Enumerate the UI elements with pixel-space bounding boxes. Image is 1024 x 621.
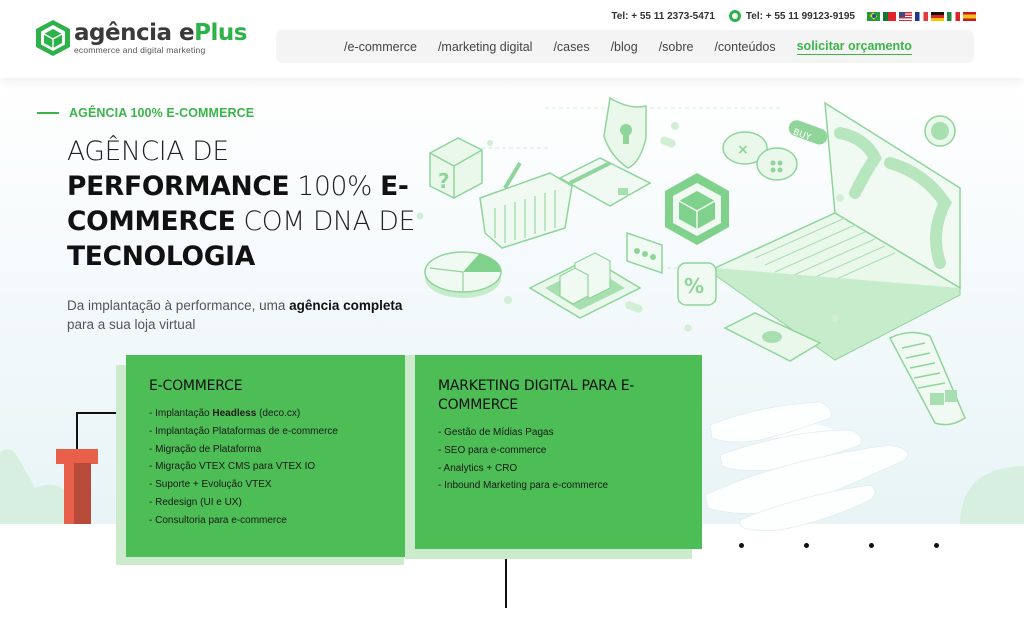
service-item[interactable]: - Migração de Plataforma [149,443,262,455]
carousel-dot-4[interactable] [934,543,939,548]
brand-logo[interactable]: agência ePlus ecommerce and digital mark… [36,20,247,56]
flag-brazil-icon[interactable] [867,11,880,21]
tower-top-decoration [56,449,98,464]
flag-france-icon[interactable] [915,11,928,21]
phone-boxes-icon [528,252,642,319]
service-list: - Implantação Headless (deco.cx) - Impla… [149,405,413,530]
brand-tagline: ecommerce and digital marketing [74,44,206,55]
buy-tag-icon: BUY [788,120,828,145]
card-title: MARKETING DIGITAL PARA E-COMMERCE [438,378,635,413]
game-controller-icon: × [722,131,798,181]
shopping-basket-icon [479,161,573,249]
carousel-dot-3[interactable] [869,543,874,548]
pie-chart-icon [424,251,502,298]
flag-portugal-icon[interactable] [883,11,896,21]
laptop-world-map-icon [713,101,962,361]
service-item[interactable]: - Suporte + Evolução VTEX [149,479,272,491]
nav-item-ecommerce[interactable]: /e-commerce [344,39,417,54]
svg-text:×: × [737,142,749,158]
service-item[interactable]: - Consultoria para e-commerce [149,514,287,526]
svg-text:%: % [684,274,704,298]
card-title: E-COMMERCE [149,378,243,394]
nav-item-blog[interactable]: /blog [610,39,638,54]
main-nav: /e-commerce /marketing digital /cases /b… [276,30,974,63]
receipt-icon [888,331,966,426]
eyebrow-text: AGÊNCIA 100% E-COMMERCE [69,106,255,120]
nav-item-conteudos[interactable]: /conteúdos [714,39,776,54]
flag-italy-icon[interactable] [947,11,960,21]
whatsapp-number[interactable]: Tel: + 55 11 99123-9195 [745,10,855,22]
language-selector [867,11,976,21]
credit-card-icon [558,157,652,207]
chat-bubble-icon [626,231,663,275]
service-item[interactable]: - Implantação Plataformas de e-commerce [149,425,338,437]
service-card-marketing[interactable]: MARKETING DIGITAL PARA E-COMMERCE - Gest… [415,355,702,549]
security-shield-icon [603,96,647,169]
eyebrow-line [37,112,59,114]
connector-line [76,412,78,450]
service-card-ecommerce[interactable]: E-COMMERCE - Implantação Headless (deco.… [126,355,413,557]
nav-item-marketing-digital[interactable]: /marketing digital [437,39,533,54]
nav-item-sobre[interactable]: /sobre [658,39,694,54]
flag-spain-icon[interactable] [963,11,976,21]
flag-germany-icon[interactable] [931,11,944,21]
carousel-dot-2[interactable] [804,543,809,548]
service-item[interactable]: - SEO para e-commerce [438,444,547,456]
paint-splash-decoration [704,401,909,531]
service-item[interactable]: - Redesign (UI e UX) [149,496,242,508]
service-list: - Gestão de Mídias Pagas - SEO para e-co… [438,424,702,495]
service-item[interactable]: - Analytics + CRO [438,462,518,474]
connector-line [505,548,507,608]
service-item[interactable]: - Gestão de Mídias Pagas [438,427,554,438]
service-item[interactable]: - Implantação Headless (deco.cx) [149,408,301,419]
mystery-box-icon: ? [429,137,483,199]
svg-text:?: ? [438,169,450,193]
connector-line [76,412,128,414]
service-item[interactable]: - Inbound Marketing para e-commerce [438,480,609,492]
hero-subtitle: Da implantação à performance, uma agênci… [67,298,403,332]
coin-icon [924,115,956,147]
whatsapp-icon [728,10,741,22]
site-header: agência ePlus ecommerce and digital mark… [0,0,1024,78]
hex-cube-logo-icon [36,20,70,56]
brand-name: agência ePlus [74,19,247,46]
isometric-ecommerce-illustration: ? × BUY [416,96,966,438]
request-quote-link[interactable]: solicitar orçamento [796,38,912,55]
tower-shadow-decoration [74,463,91,524]
carousel-dot-1[interactable] [739,543,744,548]
phone-number[interactable]: Tel: + 55 11 2373-5471 [611,10,715,22]
money-bill-icon [723,312,822,362]
eyebrow: AGÊNCIA 100% E-COMMERCE [37,106,254,120]
hex-cube-logo-icon [665,173,729,245]
nav-item-cases[interactable]: /cases [553,39,590,54]
page-title: AGÊNCIA DE PERFORMANCE 100% E-COMMERCE C… [67,136,416,272]
cloud-decoration-right [960,466,1024,524]
percent-badge-icon: % [677,262,717,306]
service-item[interactable]: - Migração VTEX CMS para VTEX IO [149,461,316,473]
flag-usa-icon[interactable] [899,11,912,21]
contact-bar: Tel: + 55 11 2373-5471 Tel: + 55 11 9912… [611,10,976,22]
